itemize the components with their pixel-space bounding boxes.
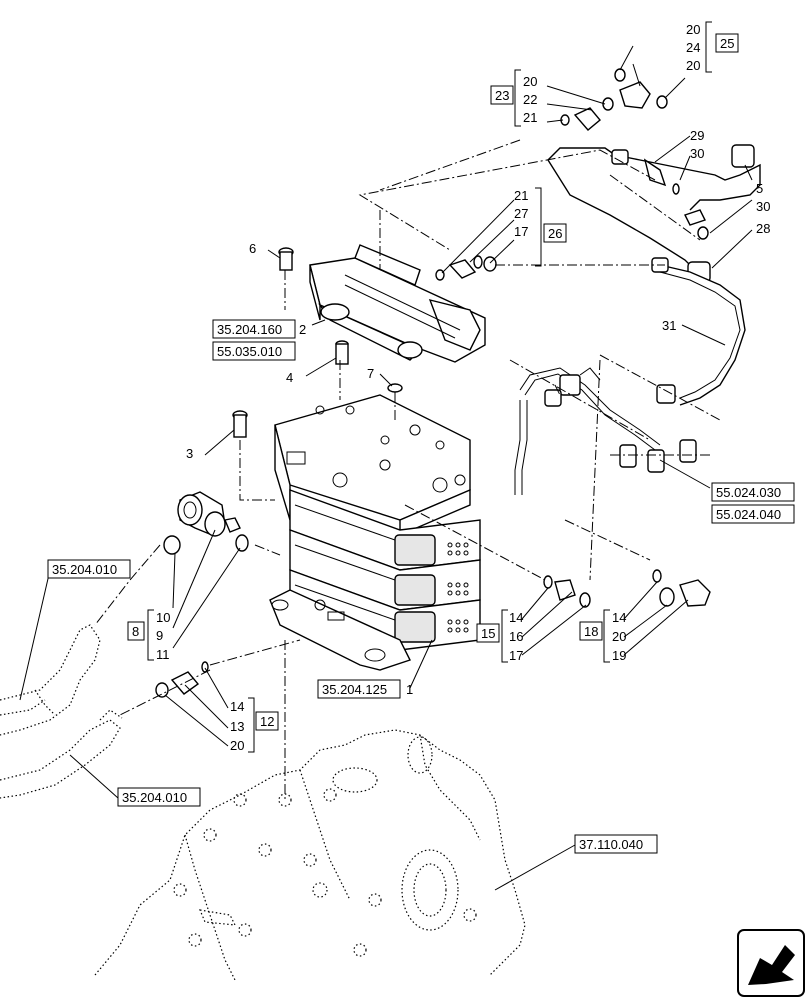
ref-label: 37.110.040 <box>579 837 643 852</box>
callout-20: 20 <box>523 74 537 89</box>
ref-label: 35.204.125 <box>322 682 387 697</box>
fitting-25 <box>614 68 668 109</box>
group-label: 8 <box>132 624 139 639</box>
fitting-12 <box>155 661 209 698</box>
callout-1: 1 <box>406 682 413 697</box>
control-valve-stack <box>269 394 481 671</box>
callout-30: 30 <box>756 199 770 214</box>
previous-page-arrow-icon[interactable] <box>737 929 805 997</box>
pipe-5 <box>547 144 761 271</box>
callout-21: 21 <box>514 188 528 203</box>
fitting-15 <box>543 575 591 608</box>
upper-manifold <box>309 244 486 363</box>
group-26: 26 <box>543 223 567 243</box>
ref-label: 55.024.030 <box>716 485 781 500</box>
group-8: 8 <box>127 621 145 641</box>
group-label: 18 <box>584 624 598 639</box>
callout-20: 20 <box>230 738 244 753</box>
bolt-6 <box>278 247 294 271</box>
callout-5: 5 <box>756 181 763 196</box>
ref-label: 35.204.010 <box>52 562 117 577</box>
bolt-3 <box>232 410 248 438</box>
callout-24: 24 <box>686 40 700 55</box>
ref-label: 55.024.040 <box>716 507 781 522</box>
callout-10: 10 <box>156 610 170 625</box>
callout-11: 11 <box>156 647 170 662</box>
group-label: 23 <box>495 88 509 103</box>
callout-22: 22 <box>523 92 537 107</box>
callout-28: 28 <box>756 221 770 236</box>
callout-19: 19 <box>612 648 626 663</box>
group-18: 18 <box>579 621 603 641</box>
ref-35-204-125[interactable]: 35.204.125 <box>317 679 401 699</box>
callout-14: 14 <box>509 610 523 625</box>
o-ring-7 <box>387 383 403 393</box>
group-25: 25 <box>715 33 739 53</box>
callout-16: 16 <box>509 629 523 644</box>
callout-20: 20 <box>686 58 700 73</box>
group-23: 23 <box>490 85 514 105</box>
wiring-harness <box>514 367 697 495</box>
fitting-23 <box>560 97 614 131</box>
group-label: 15 <box>481 626 495 641</box>
callout-20: 20 <box>686 22 700 37</box>
left-hose-assembly <box>0 624 123 799</box>
callout-31: 31 <box>662 318 676 333</box>
fitting-elbow-10 <box>177 491 226 537</box>
callout-6: 6 <box>249 241 256 256</box>
callout-9: 9 <box>156 628 163 643</box>
ref-55-024-030[interactable]: 55.024.030 <box>711 482 795 502</box>
ref-37-110-040[interactable]: 37.110.040 <box>574 834 658 854</box>
leader-lines <box>19 45 753 891</box>
ref-55-035-010[interactable]: 55.035.010 <box>212 341 296 361</box>
callout-17: 17 <box>514 224 528 239</box>
ref-35-204-160[interactable]: 35.204.160 <box>212 319 296 339</box>
callout-14: 14 <box>612 610 626 625</box>
callout-3: 3 <box>186 446 193 461</box>
group-label: 25 <box>720 36 734 51</box>
group-label: 12 <box>260 714 274 729</box>
ref-35-204-010-lower[interactable]: 35.204.010 <box>117 787 201 807</box>
callout-14: 14 <box>230 699 244 714</box>
ref-55-024-040[interactable]: 55.024.040 <box>711 504 795 524</box>
callout-13: 13 <box>230 719 244 734</box>
callout-27: 27 <box>514 206 528 221</box>
fitting-18 <box>652 569 711 607</box>
group-brackets <box>147 21 712 753</box>
callout-7: 7 <box>367 366 374 381</box>
callout-21: 21 <box>523 110 537 125</box>
callout-4: 4 <box>286 370 293 385</box>
o-rings-8 <box>163 517 249 555</box>
callout-2: 2 <box>299 322 306 337</box>
callout-30: 30 <box>690 146 704 161</box>
ref-label: 35.204.010 <box>122 790 187 805</box>
ref-label: 35.204.160 <box>217 322 282 337</box>
assembly-center-lines <box>94 139 721 800</box>
ref-label: 55.035.010 <box>217 344 282 359</box>
part-callouts: 20 24 20 20 22 21 29 30 5 30 21 27 17 28… <box>156 22 770 753</box>
group-12: 12 <box>255 711 279 731</box>
callout-29: 29 <box>690 128 704 143</box>
ref-35-204-010-upper[interactable]: 35.204.010 <box>47 559 131 579</box>
fitting-26 <box>435 255 497 281</box>
group-label: 26 <box>548 226 562 241</box>
callout-20: 20 <box>612 629 626 644</box>
callout-17: 17 <box>509 648 523 663</box>
group-15: 15 <box>476 623 500 643</box>
lift-housing-outline <box>94 729 526 981</box>
bolt-4 <box>335 340 349 365</box>
